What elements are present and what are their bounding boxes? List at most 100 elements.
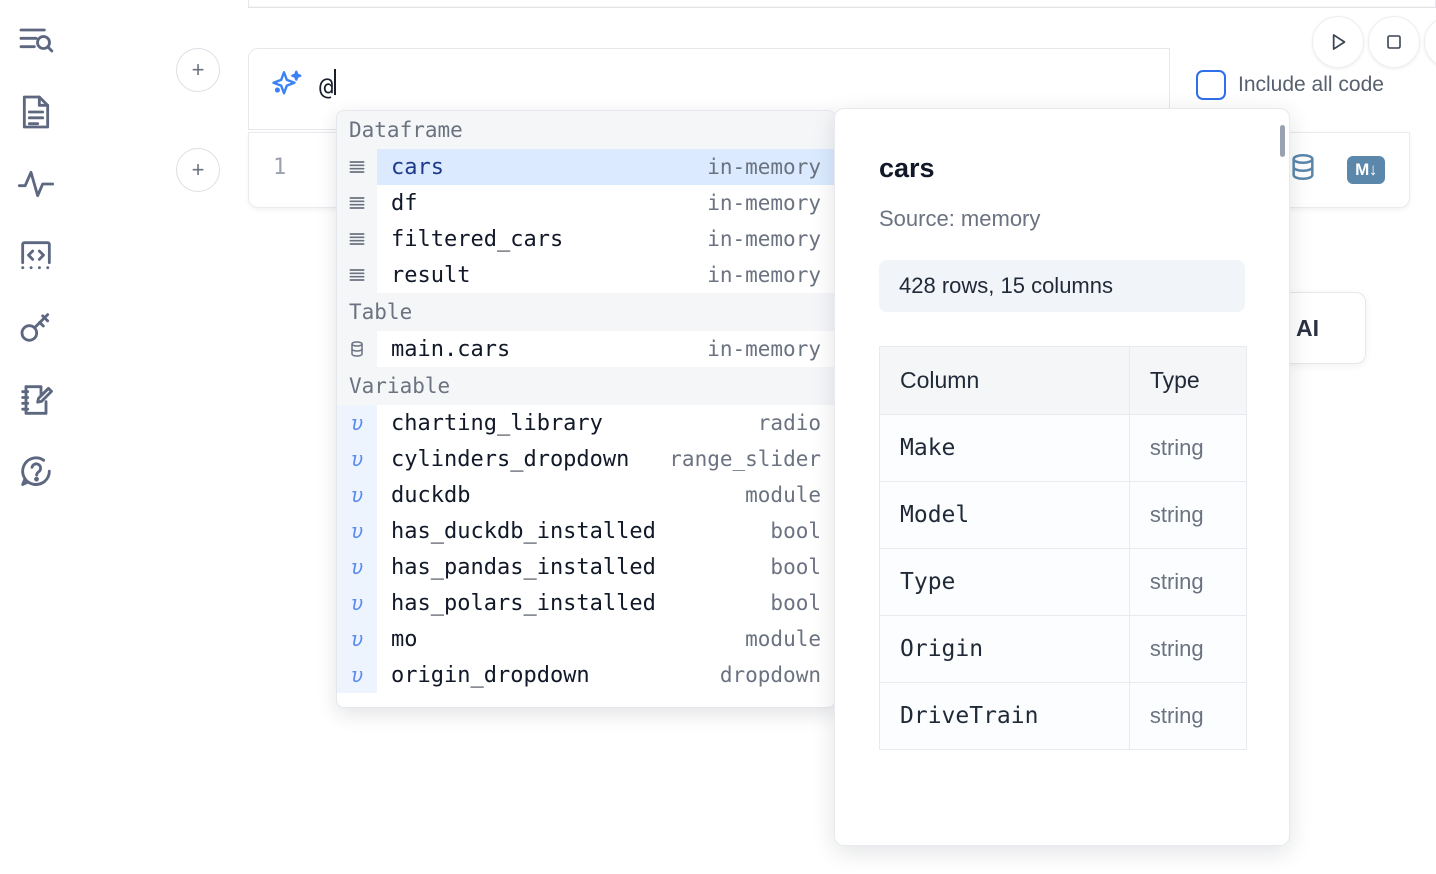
detail-panel-scrollbar[interactable] xyxy=(1280,125,1285,157)
autocomplete-item-name: has_pandas_installed xyxy=(391,554,656,580)
key-icon[interactable] xyxy=(12,304,60,352)
table-header-cell: Type xyxy=(1128,346,1248,415)
autocomplete-item-type: bool xyxy=(770,555,821,579)
add-cell-button-top[interactable]: + xyxy=(176,48,220,92)
run-button[interactable] xyxy=(1312,16,1364,68)
autocomplete-item-type: module xyxy=(745,483,821,507)
cell-action-icons: M↓ xyxy=(1287,151,1385,188)
column-name-cell: Model xyxy=(879,481,1130,549)
variable-icon: υ xyxy=(337,657,377,693)
help-chat-icon[interactable] xyxy=(12,448,60,496)
table-header-cell: Column xyxy=(879,346,1130,415)
add-cell-button-bottom[interactable]: + xyxy=(176,148,220,192)
autocomplete-item-type: in-memory xyxy=(707,155,821,179)
autocomplete-item-type: in-memory xyxy=(707,191,821,215)
autocomplete-item-name: result xyxy=(391,262,471,288)
autocomplete-item[interactable]: υ charting_library radio xyxy=(337,405,835,441)
autocomplete-item[interactable]: υ has_pandas_installed bool xyxy=(337,549,835,585)
panel-top-shadow xyxy=(248,6,1436,9)
column-name-cell: Type xyxy=(879,548,1130,616)
variable-icon: υ xyxy=(337,477,377,513)
autocomplete-item-name: charting_library xyxy=(391,410,603,436)
autocomplete-item[interactable]: υ origin_dropdown dropdown xyxy=(337,657,835,693)
database-icon[interactable] xyxy=(1287,151,1319,188)
column-name-cell: Origin xyxy=(879,615,1130,683)
autocomplete-item-name: cylinders_dropdown xyxy=(391,446,630,472)
autocomplete-item-type: bool xyxy=(770,519,821,543)
autocomplete-item[interactable]: υ has_duckdb_installed bool xyxy=(337,513,835,549)
autocomplete-item-name: has_duckdb_installed xyxy=(391,518,656,544)
left-sidebar xyxy=(0,0,72,874)
autocomplete-item-name: has_polars_installed xyxy=(391,590,656,616)
autocomplete-group-label: Dataframe xyxy=(337,111,835,149)
dataframe-icon xyxy=(337,257,377,293)
add-cell-label: + xyxy=(191,57,205,82)
table-icon xyxy=(337,331,377,367)
variable-icon: υ xyxy=(337,405,377,441)
text-caret xyxy=(334,69,337,95)
autocomplete-group-label: Variable xyxy=(337,367,835,405)
column-type-cell: string xyxy=(1128,615,1248,683)
autocomplete-item-name: origin_dropdown xyxy=(391,662,590,688)
notebook-pencil-icon[interactable] xyxy=(12,376,60,424)
detail-source: Source: memory xyxy=(879,206,1041,231)
variable-icon: υ xyxy=(337,549,377,585)
explore-icon[interactable] xyxy=(12,16,60,64)
autocomplete-item-type: dropdown xyxy=(719,663,821,687)
variable-icon: υ xyxy=(337,621,377,657)
add-cell-label: + xyxy=(191,157,205,182)
autocomplete-item-name: mo xyxy=(391,626,418,652)
file-text-icon[interactable] xyxy=(12,88,60,136)
variable-icon: υ xyxy=(337,513,377,549)
stop-button[interactable] xyxy=(1368,16,1420,68)
dataframe-icon xyxy=(337,185,377,221)
sparkles-icon xyxy=(269,67,305,103)
code-brackets-icon[interactable] xyxy=(12,232,60,280)
ai-prompt-input[interactable]: @ xyxy=(319,67,1169,101)
line-number: 1 xyxy=(273,155,287,180)
column-name-cell: Make xyxy=(879,414,1130,482)
dataframe-icon xyxy=(337,221,377,257)
column-type-cell: string xyxy=(1128,548,1248,616)
autocomplete-group-label: Table xyxy=(337,293,835,331)
autocomplete-item-type: module xyxy=(745,627,821,651)
detail-title: cars xyxy=(879,153,935,183)
column-type-cell: string xyxy=(1128,481,1248,549)
include-all-code-checkbox[interactable] xyxy=(1196,70,1226,100)
autocomplete-item[interactable]: υ has_polars_installed bool xyxy=(337,585,835,621)
more-options-button[interactable] xyxy=(1424,16,1436,68)
markdown-icon-label: M xyxy=(1355,159,1369,179)
autocomplete-item-name: filtered_cars xyxy=(391,226,564,252)
autocomplete-item-name: duckdb xyxy=(391,482,471,508)
autocomplete-item-type: radio xyxy=(757,411,821,435)
autocomplete-item-type: bool xyxy=(770,591,821,615)
column-name-cell: DriveTrain xyxy=(879,682,1130,750)
activity-pulse-icon[interactable] xyxy=(12,160,60,208)
column-type-cell: string xyxy=(1128,682,1248,750)
include-all-code-label: Include all code xyxy=(1238,73,1384,96)
autocomplete-item-name: main.cars xyxy=(391,336,511,362)
markdown-icon[interactable]: M↓ xyxy=(1347,155,1385,184)
variable-icon: υ xyxy=(337,441,377,477)
column-type-cell: string xyxy=(1128,414,1248,482)
include-all-code-row[interactable]: Include all code xyxy=(1196,70,1384,100)
ai-prompt-value: @ xyxy=(319,73,334,101)
dataframe-icon xyxy=(337,149,377,185)
variable-icon: υ xyxy=(337,585,377,621)
